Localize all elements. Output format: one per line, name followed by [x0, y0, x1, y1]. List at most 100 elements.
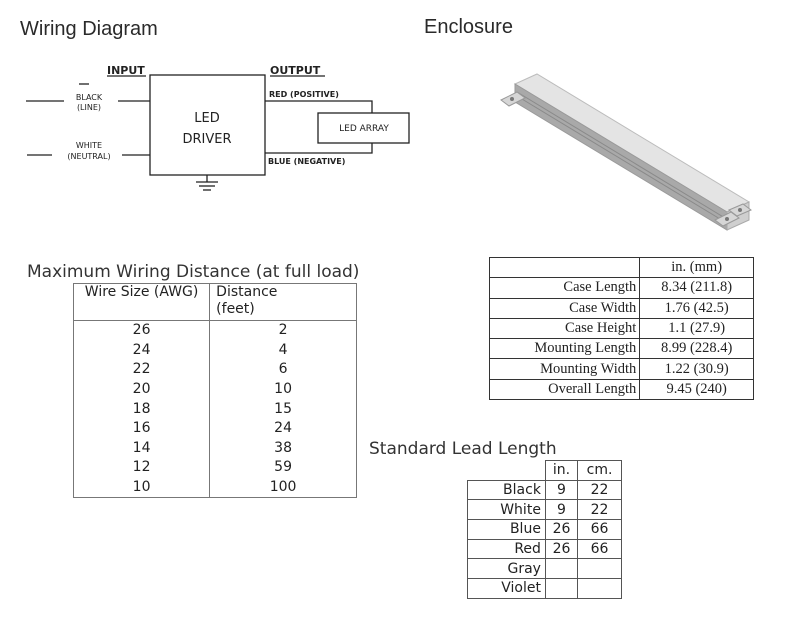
black-label: BLACK: [76, 93, 103, 102]
dimension-label: Case Height: [488, 317, 641, 340]
feet-cell: 6: [209, 359, 357, 380]
awg-cell: 24: [72, 340, 211, 360]
dimension-value: 8.99 (228.4): [639, 338, 754, 360]
lead-color: Gray: [467, 558, 546, 580]
lead-color: Blue: [467, 519, 546, 540]
line-label: (LINE): [77, 103, 101, 112]
wire-size-header: Wire Size (AWG): [72, 283, 211, 318]
awg-cell: 10: [72, 477, 211, 498]
awg-cell: 20: [72, 379, 211, 399]
lead-in: [544, 578, 579, 599]
distance-header-line1: Distance: [216, 284, 278, 300]
output-label: OUTPUT: [270, 64, 321, 77]
lead-header-row: in. cm.: [467, 460, 622, 481]
feet-cell: 38: [209, 438, 357, 458]
awg-cell: 18: [72, 398, 211, 419]
lead-cm: [577, 558, 622, 580]
table-row: Gray: [467, 558, 622, 580]
max-wiring-distance-title: Maximum Wiring Distance (at full load): [27, 262, 360, 282]
feet-cell: 59: [209, 457, 357, 478]
lead-color: Red: [467, 538, 546, 560]
awg-cell: 12: [72, 457, 211, 478]
lead-in: 9: [544, 479, 579, 501]
lead-color: White: [467, 499, 546, 521]
lead-color: Black: [467, 479, 546, 501]
input-label: INPUT: [107, 64, 145, 77]
lead-cm: 66: [577, 519, 622, 540]
standard-lead-length-title: Standard Lead Length: [369, 439, 557, 459]
feet-cell: 2: [209, 320, 357, 341]
dimension-label: Mounting Length: [488, 338, 641, 360]
dimension-label: Case Width: [488, 297, 641, 319]
dimension-value: 8.34 (211.8): [639, 277, 754, 299]
white-label: WHITE: [76, 141, 102, 150]
awg-cell: 14: [72, 438, 211, 458]
dimension-label: Overall Length: [488, 378, 641, 401]
lead-in: 26: [544, 519, 579, 540]
units-header: in. (mm): [639, 256, 754, 279]
cm-header: cm.: [577, 460, 622, 481]
dimension-value: 1.22 (30.9): [639, 358, 754, 380]
blue-wire: [265, 143, 373, 154]
lead-color: Violet: [467, 578, 546, 599]
blue-negative-label: BLUE (NEGATIVE): [268, 157, 345, 166]
led-array-label: LED ARRAY: [339, 124, 389, 134]
wiring-diagram: INPUT OUTPUT BLACK (LINE) WHITE (NEUTRAL…: [26, 64, 410, 191]
feet-cell: 10: [209, 379, 357, 399]
driver-label-line2: DRIVER: [182, 132, 231, 147]
enclosure-title: Enclosure: [424, 16, 513, 38]
red-wire: [265, 100, 373, 113]
lead-cm: 66: [577, 538, 622, 560]
feet-cell: 4: [209, 340, 357, 360]
driver-label-line1: LED: [194, 111, 219, 126]
awg-cell: 16: [72, 418, 211, 439]
lead-cm: 22: [577, 499, 622, 521]
feet-cell: 15: [209, 398, 357, 419]
neutral-label: (NEUTRAL): [67, 152, 110, 161]
dimension-value: 1.1 (27.9): [639, 317, 754, 340]
dimension-value: 9.45 (240): [639, 378, 754, 401]
feet-cell: 100: [209, 477, 357, 498]
lead-in: [544, 558, 579, 580]
lead-cm: 22: [577, 479, 622, 501]
dimension-label: Mounting Width: [488, 358, 641, 380]
units-header-row: in. (mm): [488, 256, 754, 279]
lead-cm: [577, 578, 622, 599]
enclosure-image: [500, 73, 752, 231]
awg-cell: 26: [72, 320, 211, 341]
awg-cell: 22: [72, 359, 211, 380]
led-array-box: [317, 112, 410, 144]
feet-cell: 24: [209, 418, 357, 439]
red-positive-label: RED (POSITIVE): [269, 90, 339, 99]
table-row: Violet: [467, 578, 622, 599]
wiring-diagram-title: Wiring Diagram: [20, 18, 158, 40]
distance-header: Distance (feet): [209, 283, 357, 318]
dimension-value: 1.76 (42.5): [639, 297, 754, 319]
lead-in: 9: [544, 499, 579, 521]
lead-in: 26: [544, 538, 579, 560]
in-header: in.: [544, 460, 579, 481]
dimension-label: Case Length: [488, 277, 641, 299]
table-header-row: Wire Size (AWG) Distance (feet): [72, 283, 357, 318]
